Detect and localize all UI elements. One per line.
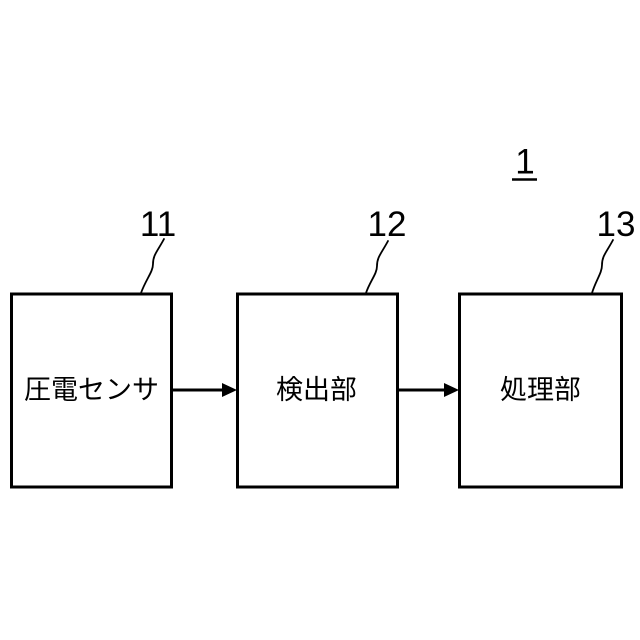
arrow-detector-to-processor-head: [444, 383, 459, 397]
arrow-sensor-to-detector-head: [222, 383, 237, 397]
block-piezoelectric-sensor-label: 圧電センサ: [24, 375, 159, 405]
ref-label-11: 11: [140, 205, 176, 244]
leader-line-13: [591, 239, 614, 294]
block-piezoelectric-sensor-box: [10, 292, 173, 489]
ref-label-13: 13: [597, 205, 636, 244]
block-detector-label: 検出部: [276, 375, 357, 405]
ref-label-12: 12: [368, 205, 407, 244]
leader-line-12: [365, 240, 389, 294]
block-detector-box: [236, 292, 399, 489]
block-processor-box: [458, 292, 623, 489]
figure-number: 1: [515, 143, 534, 182]
leader-line-11: [140, 238, 165, 294]
block-processor-label: 処理部: [500, 375, 581, 405]
